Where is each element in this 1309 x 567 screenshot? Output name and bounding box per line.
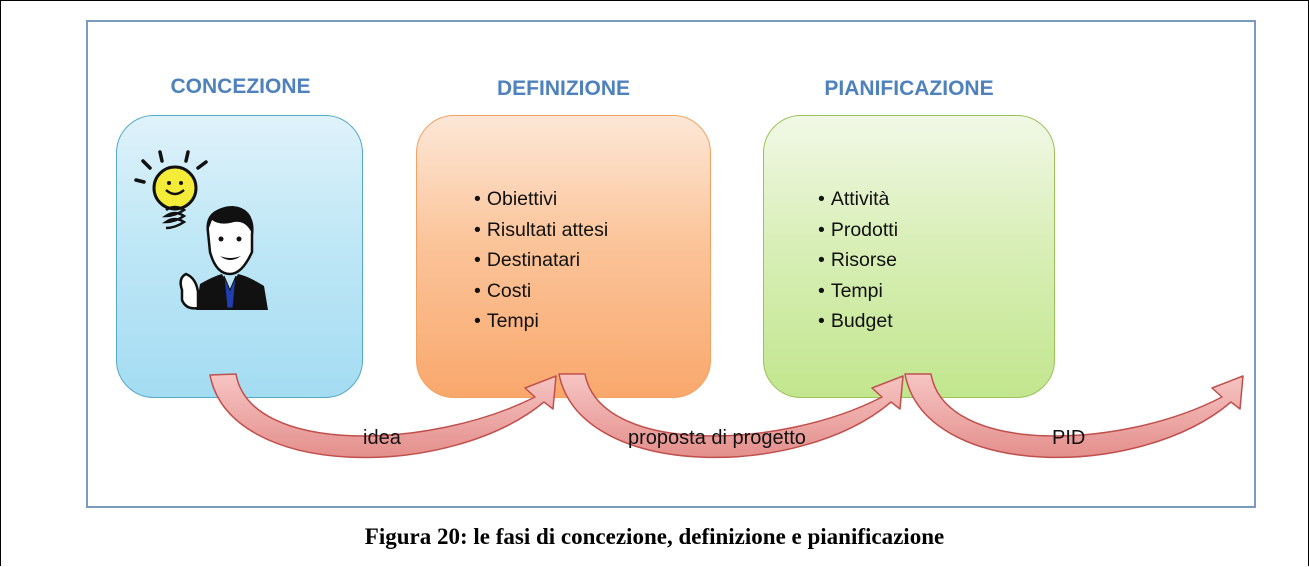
figure-caption: Figura 20: le fasi di concezione, defini… (364, 524, 945, 549)
list-item: Obiettivi (474, 184, 608, 215)
phase-title-concezione: CONCEZIONE (170, 75, 311, 98)
lightbulb-icon (152, 165, 198, 211)
arrow-idea-icon (209, 373, 557, 459)
list-item: Costi (474, 276, 608, 307)
arrow-label-idea: idea (363, 427, 401, 449)
arrow-proposta-icon (558, 373, 904, 459)
pianificazione-box (763, 115, 1055, 398)
list-item: Tempi (474, 306, 608, 337)
arrow-pid-icon (904, 373, 1244, 459)
phase-title-definizione: DEFINIZIONE (496, 77, 630, 100)
list-item: Risorse (818, 245, 898, 276)
arrow-label-proposta: proposta di progetto (628, 427, 806, 449)
pianificazione-list: Attività Prodotti Risorse Tempi Budget (818, 184, 898, 337)
list-item: Prodotti (818, 215, 898, 246)
phase-title-pianificazione: PIANIFICAZIONE (824, 77, 994, 100)
list-item: Attività (818, 184, 898, 215)
list-item: Risultati attesi (474, 215, 608, 246)
rays-icon (134, 150, 208, 184)
list-item: Budget (818, 306, 898, 337)
arrow-label-pid: PID (1052, 427, 1086, 449)
lightbulb-idea-man-icon (134, 150, 268, 310)
definizione-list: Obiettivi Risultati attesi Destinatari C… (474, 184, 608, 337)
list-item: Destinatari (474, 245, 608, 276)
list-item: Tempi (818, 276, 898, 307)
